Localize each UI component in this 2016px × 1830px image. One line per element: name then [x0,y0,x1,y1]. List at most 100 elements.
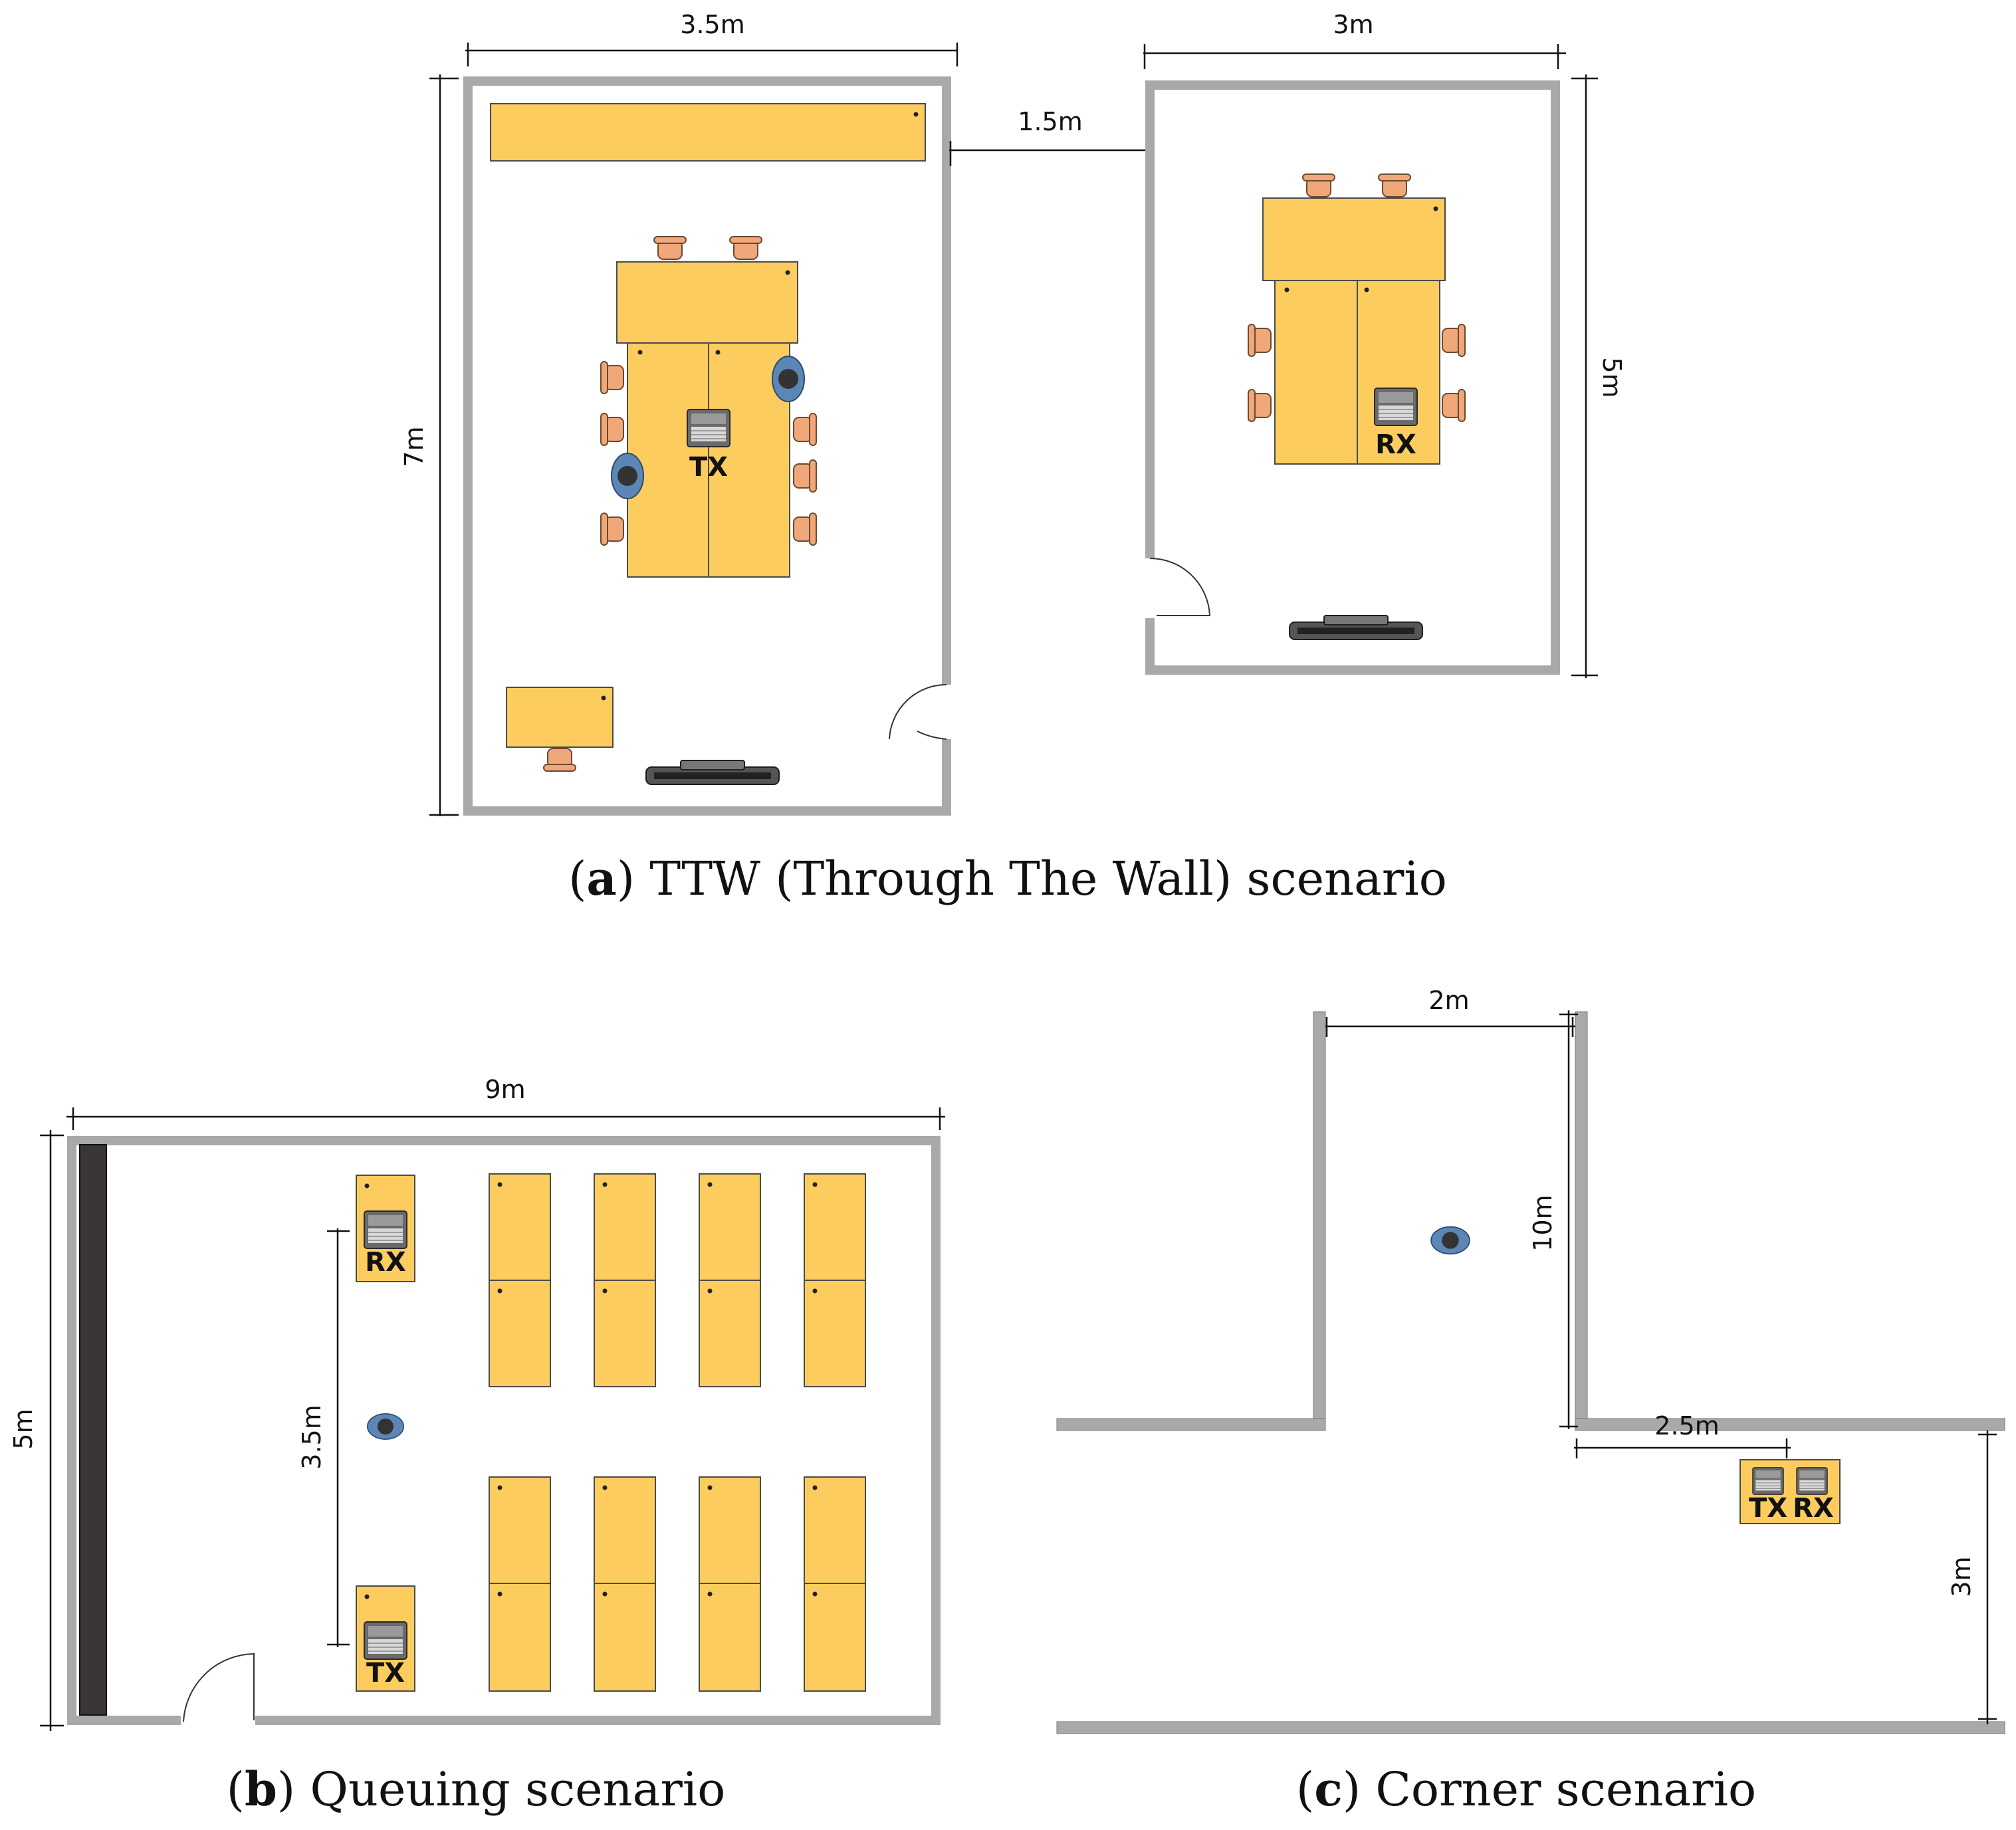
door-icon [1149,557,1211,616]
long-table [490,103,926,162]
table-dot [785,270,790,275]
upper-left-wall [1056,1418,1326,1431]
chair-icon [793,413,817,446]
table-dot [812,1485,818,1490]
desk [489,1280,551,1387]
table-dot [497,1182,503,1187]
room2-width-label: 3m [1333,10,1373,39]
table-dot [497,1288,503,1294]
table-dot [707,1288,713,1294]
chair-icon [1378,173,1411,197]
caption-c-letter: c [1314,1762,1343,1817]
desk [594,1476,656,1584]
room1-height-label: 7m [399,426,429,467]
gap-label: 1.5m [1018,107,1082,136]
chair-icon [543,748,576,772]
rx-label-c: RX [1793,1493,1834,1524]
table-dot [364,1594,370,1599]
laptop-icon [1374,388,1418,426]
panel-c: 2m 10m 2.5m 3m TX RX (c) Corner scenario [1056,986,2005,1817]
person-icon [611,453,644,499]
room2-wall [1145,80,1560,675]
corridor-right-wall [1575,1011,1588,1431]
chair-icon [793,513,817,546]
desk [594,1583,656,1692]
laptop-icon [1796,1467,1828,1495]
room2-door-gap [1143,558,1157,618]
table-dot [913,112,919,117]
laptop-icon [687,409,730,447]
whiteboard [79,1144,107,1716]
chair-icon [1442,389,1466,422]
tx-label-a: TX [689,452,728,483]
caption-a: (a) TTW (Through The Wall) scenario [568,851,1447,906]
desk [804,1280,866,1387]
table-left [627,342,709,578]
head-table-2 [1262,197,1446,281]
tx-label-b: TX [366,1658,405,1688]
person-icon [366,1413,405,1440]
room1-wall [463,76,951,816]
caption-b-letter: b [245,1762,277,1817]
side-height-label: 3m [1947,1556,1976,1597]
corridor-left-wall [1313,1011,1326,1431]
desk [489,1583,551,1692]
desk [699,1476,761,1584]
table-dot [364,1183,370,1189]
caption-c: (c) Corner scenario [1296,1762,1756,1817]
small-desk [506,687,614,748]
person-icon [1430,1226,1470,1255]
door-icon [889,683,947,740]
caption-b-text: Queuing scenario [295,1762,725,1817]
chair-icon [600,413,624,446]
chair-icon [600,513,624,546]
table-dot [602,1485,608,1490]
chair-icon [1302,173,1335,197]
person-icon [772,356,805,402]
tv-icon [1289,615,1423,640]
chair-icon [1248,389,1272,422]
table-dot [1433,206,1438,211]
offset-label: 2.5m [1654,1411,1719,1440]
chair-icon [600,361,624,394]
table-dot [812,1591,818,1597]
caption-c-text: Corner scenario [1361,1762,1756,1817]
tv-icon [645,760,780,785]
desk [804,1173,866,1281]
chair-icon [729,236,762,260]
corridor-length-label: 10m [1528,1195,1557,1251]
table-dot [637,350,643,355]
room-b-height-label: 5m [9,1409,38,1449]
caption-b: (b) Queuing scenario [227,1762,726,1817]
table-dot [497,1485,503,1490]
table-left-2 [1274,280,1358,465]
desk [699,1583,761,1692]
table-dot [715,350,721,355]
table-right-2 [1357,280,1440,465]
room1-width-label: 3.5m [680,10,744,39]
rx-label-a: RX [1375,429,1416,460]
table-dot [602,1288,608,1294]
table-dot [812,1182,818,1187]
desk [804,1476,866,1584]
panel-b: RX TX 3.5m [9,1075,945,1817]
desk-grid [489,1173,866,1692]
door-icon [183,1653,255,1722]
caption-a-letter: a [586,851,616,906]
txrx-distance-label: 3.5m [297,1405,326,1469]
table-dot [602,1182,608,1187]
rx-label-b: RX [365,1247,406,1278]
table-dot [602,1591,608,1597]
table-dot [707,1591,713,1597]
table-dot [707,1485,713,1490]
room-b-width-label: 9m [485,1075,525,1104]
room-b-wall [67,1136,941,1725]
desk [699,1280,761,1387]
room2-height-label: 5m [1597,357,1626,398]
table-dot [707,1182,713,1187]
laptop-icon [364,1210,407,1249]
upper-right-wall [1575,1418,2005,1431]
table-dot [601,695,606,701]
desk [804,1583,866,1692]
